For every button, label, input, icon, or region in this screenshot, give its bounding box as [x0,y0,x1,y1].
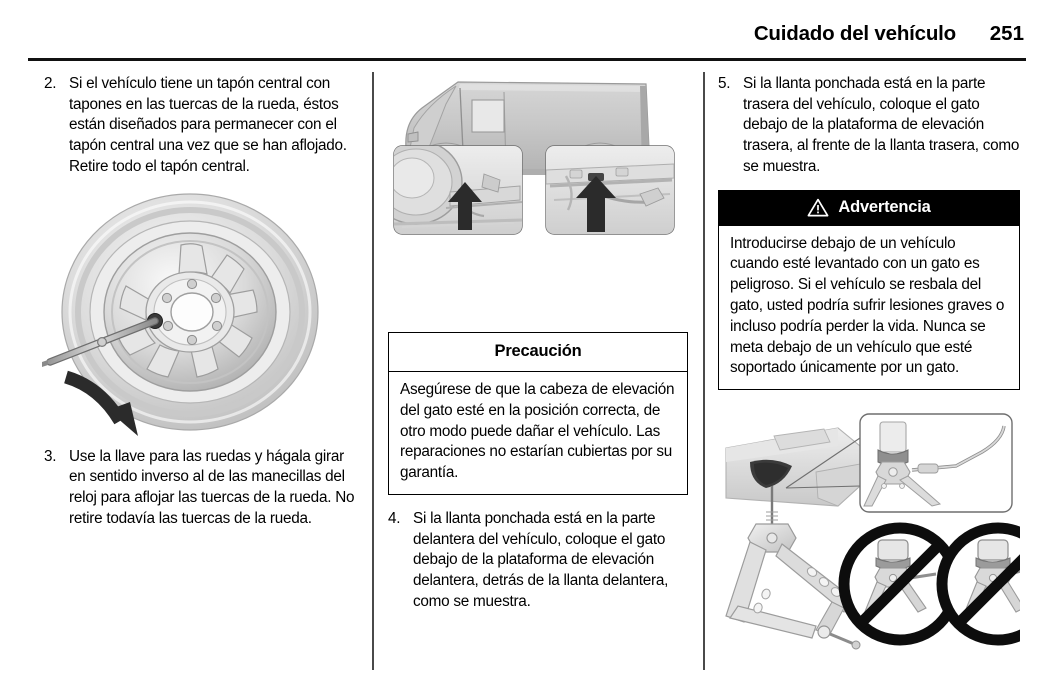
warning-box-header: Advertencia [719,190,1019,226]
caution-box: Precaución Asegúrese de que la cabeza de… [388,332,688,495]
right-column: 5. Si la llanta ponchada está en la part… [718,74,1020,652]
warning-box-text: Introducirse debajo de un vehículo cuand… [730,234,1005,377]
page-header: Cuidado del vehículo 251 [28,22,1026,62]
left-column: 2. Si el vehículo tiene un tapón central… [42,74,356,530]
list-item-text: Use la llave para las ruedas y hágala gi… [69,447,355,527]
warning-box-title: Advertencia [838,197,931,216]
caution-box-text: Asegúrese de que la cabeza de elevación … [400,381,675,482]
van-front-rear-jack-points-illustration [388,74,688,322]
list-item: 4. Si la llanta ponchada está en la part… [388,509,688,613]
list-item: 5. Si la llanta ponchada está en la part… [718,74,1020,178]
list-item-text: Si el vehículo tiene un tapón central co… [69,75,347,175]
warning-triangle-icon [807,198,829,217]
wheel-with-lug-wrench-illustration [40,192,356,437]
list-item-text: Si la llanta ponchada está en la parte d… [413,509,669,610]
list-item-number: 3. [44,447,57,465]
list-item: 2. Si el vehículo tiene un tapón central… [44,74,356,178]
warning-box: Advertencia Introducirse debajo de un ve… [718,189,1020,391]
column-divider-right [703,72,705,670]
list-item-number: 4. [388,509,401,527]
list-item: 3. Use la llave para las ruedas y hágala… [44,447,356,530]
list-item-number: 5. [718,75,731,92]
column-divider-left [372,72,374,670]
list-item-number: 2. [44,75,57,92]
caution-box-title: Precaución [389,333,687,372]
header-rule [28,58,1026,61]
list-item-text: Si la llanta ponchada está en la parte t… [743,75,1020,175]
middle-column: Precaución Asegúrese de que la cabeza de… [388,74,688,613]
page-number: 251 [989,22,1024,45]
scissor-jack-placement-illustration [720,402,1020,652]
page-title: Cuidado del vehículo [753,22,956,45]
